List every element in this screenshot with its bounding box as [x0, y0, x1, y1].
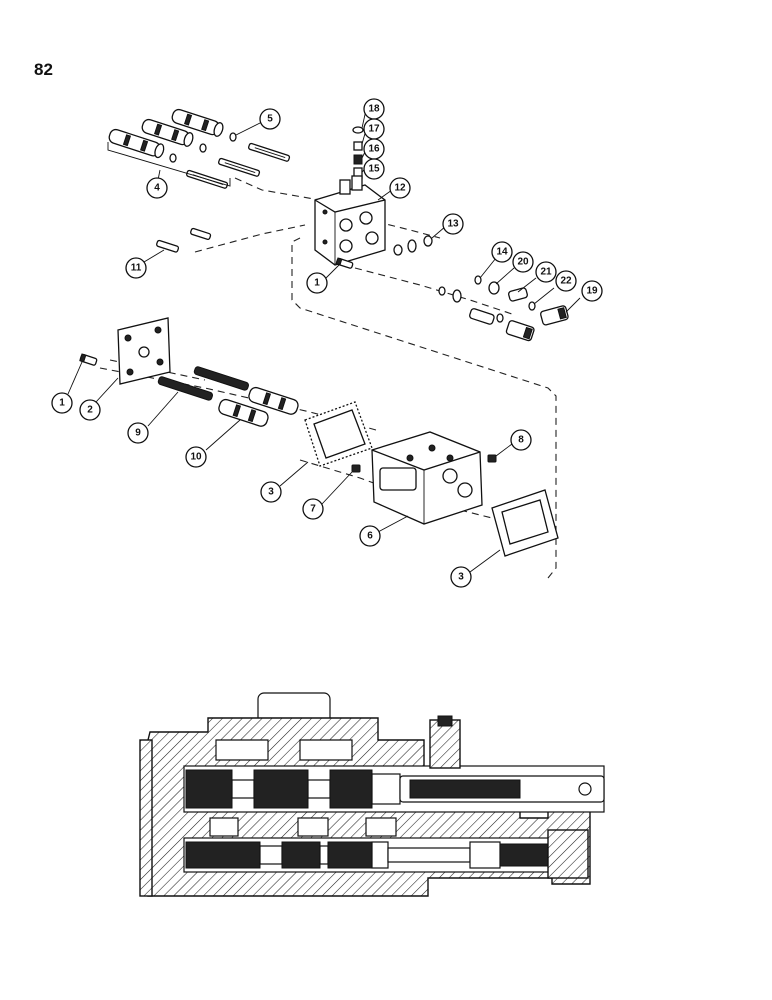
svg-text:9: 9 [135, 428, 141, 439]
callout-2: 2 [79, 399, 101, 421]
callout-16: 16 [363, 138, 385, 160]
callout-19: 19 [581, 280, 603, 302]
callout-3-lower: 3 [450, 566, 472, 588]
callout-18: 18 [363, 98, 385, 120]
callout-22: 22 [555, 270, 577, 292]
svg-text:19: 19 [586, 286, 598, 297]
valve-exploded-view-icon [67, 108, 581, 579]
svg-text:17: 17 [368, 124, 380, 135]
page-number: 82 [34, 60, 53, 79]
svg-text:20: 20 [517, 257, 529, 268]
callout-1-lower: 1 [51, 392, 73, 414]
valve-housing [371, 431, 483, 525]
gasket-upper [304, 401, 373, 467]
svg-text:12: 12 [394, 183, 406, 194]
callout-17: 17 [363, 118, 385, 140]
svg-text:21: 21 [540, 267, 552, 278]
callout-21: 21 [535, 261, 557, 283]
gasket-lower [491, 489, 559, 557]
callout-11: 11 [125, 257, 147, 279]
callout-15: 15 [363, 158, 385, 180]
cover-plate [117, 317, 171, 385]
callout-9: 9 [127, 422, 149, 444]
svg-text:3: 3 [458, 572, 464, 583]
callout-20: 20 [512, 251, 534, 273]
spools-lower [218, 386, 299, 427]
fitting-group [438, 275, 569, 342]
svg-text:6: 6 [367, 531, 373, 542]
callout-10: 10 [185, 446, 207, 468]
callout-3-upper: 3 [260, 481, 282, 503]
svg-text:10: 10 [190, 452, 202, 463]
detent-stack [352, 126, 364, 179]
callout-6: 6 [359, 525, 381, 547]
callout-14: 14 [491, 241, 513, 263]
svg-text:1: 1 [59, 398, 65, 409]
svg-text:3: 3 [268, 487, 274, 498]
svg-text:1: 1 [314, 278, 320, 289]
svg-text:18: 18 [368, 104, 380, 115]
svg-text:11: 11 [131, 263, 142, 274]
svg-text:13: 13 [447, 219, 459, 230]
spool-group-top [107, 108, 291, 189]
svg-text:16: 16 [368, 144, 380, 155]
svg-text:8: 8 [518, 435, 524, 446]
springs [157, 366, 249, 401]
callout-1-upper: 1 [306, 272, 328, 294]
callout-7: 7 [302, 498, 324, 520]
svg-text:14: 14 [496, 247, 508, 258]
svg-text:15: 15 [368, 164, 380, 175]
callout-5: 5 [259, 108, 281, 130]
callout-13: 13 [442, 213, 464, 235]
valve-cross-section-icon [139, 692, 605, 897]
svg-text:5: 5 [267, 114, 273, 125]
head-block [314, 175, 386, 266]
svg-text:7: 7 [310, 504, 316, 515]
callout-8: 8 [510, 429, 532, 451]
svg-text:4: 4 [154, 183, 160, 194]
svg-text:22: 22 [560, 276, 572, 287]
svg-text:2: 2 [87, 405, 93, 416]
callout-12: 12 [389, 177, 411, 199]
callout-4: 4 [146, 177, 168, 199]
